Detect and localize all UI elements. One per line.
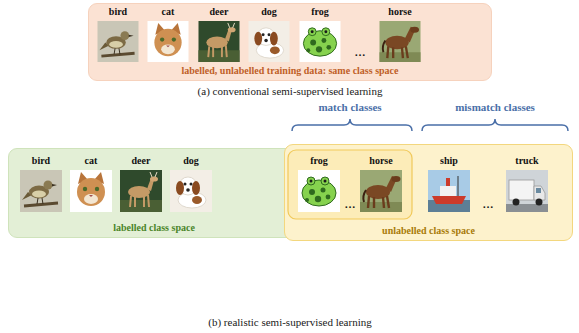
- labelled-space-box: labelled class space: [8, 148, 300, 238]
- class-name: truck: [515, 155, 538, 167]
- class-name: bird: [32, 155, 50, 167]
- space-label: labelled, unlabelled training data: same…: [182, 65, 399, 77]
- class-name: cat: [85, 155, 98, 167]
- class-name: deer: [132, 155, 151, 167]
- class-name: horse: [369, 155, 392, 167]
- training-data-box: labelled, unlabelled training data: same…: [88, 3, 492, 81]
- class-name: frog: [310, 155, 328, 167]
- bracket-label: mismatch classes: [455, 101, 535, 114]
- class-name: deer: [210, 6, 229, 18]
- class-name: frog: [311, 6, 329, 18]
- ellipsis: …: [345, 198, 356, 211]
- class-name: cat: [162, 6, 175, 18]
- class-name: dog: [183, 155, 199, 167]
- class-name: ship: [440, 155, 458, 167]
- space-label: unlabelled class space: [382, 225, 475, 237]
- class-name: horse: [388, 6, 411, 18]
- ellipsis: …: [355, 46, 366, 59]
- bracket-label: match classes: [318, 101, 381, 114]
- caption: (a) conventional semi-supervised learnin…: [198, 85, 383, 98]
- space-label: labelled class space: [113, 222, 195, 234]
- class-name: dog: [261, 6, 277, 18]
- ellipsis: …: [483, 198, 494, 211]
- caption: (b) realistic semi-supervised learning: [208, 316, 371, 329]
- class-name: bird: [109, 6, 127, 18]
